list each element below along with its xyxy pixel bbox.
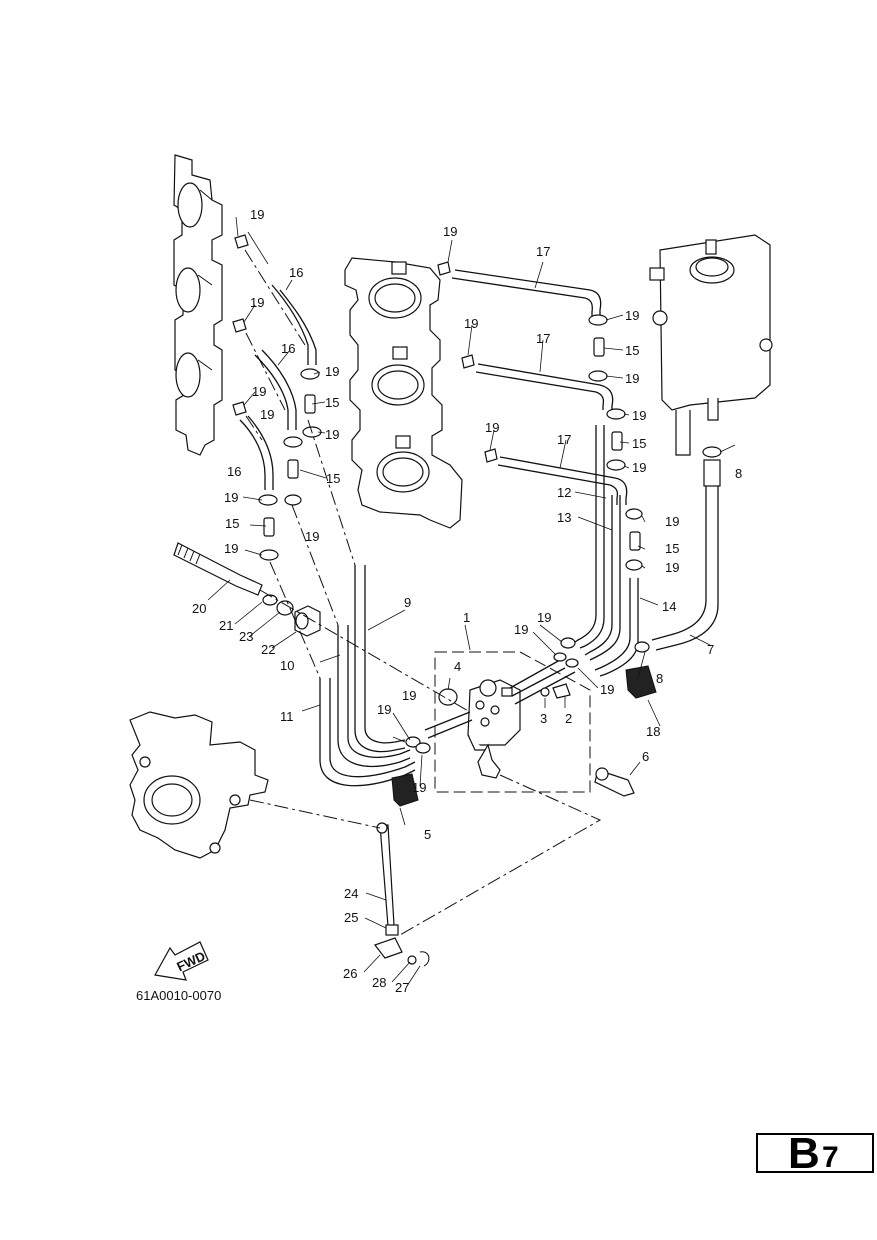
callout-19v: 19	[402, 688, 416, 703]
callout-13: 13	[557, 510, 571, 525]
section-number: 7	[822, 1141, 839, 1174]
callout-4: 4	[454, 659, 461, 674]
callout-7: 7	[707, 642, 714, 657]
pump-feed-hoses	[424, 659, 576, 739]
callout-19x: 19	[412, 780, 426, 795]
callout-19s: 19	[537, 610, 551, 625]
hoses-17	[451, 269, 628, 505]
callout-10: 10	[280, 658, 294, 673]
callout-19t: 19	[514, 622, 528, 637]
callout-17b: 17	[536, 331, 550, 346]
hose-7	[651, 459, 721, 651]
left-intake-manifold	[173, 154, 223, 456]
callout-5: 5	[424, 827, 431, 842]
callout-6: 6	[642, 749, 649, 764]
callout-18: 18	[646, 724, 660, 739]
oil-tank	[649, 234, 773, 456]
section-badge: B 7	[756, 1129, 874, 1178]
callout-19w: 19	[377, 702, 391, 717]
callout-19f: 19	[325, 364, 339, 379]
callout-19k: 19	[485, 420, 499, 435]
callout-16c: 16	[227, 464, 241, 479]
callout-19m: 19	[632, 460, 646, 475]
callout-26: 26	[343, 966, 357, 981]
diagram-code: 61A0010-0070	[136, 988, 221, 1003]
callout-27: 27	[395, 980, 409, 995]
callout-19g: 19	[625, 371, 639, 386]
callout-8a: 8	[735, 466, 742, 481]
middle-intake-manifold	[344, 257, 463, 529]
callout-19p: 19	[665, 514, 679, 529]
callout-15f: 15	[665, 541, 679, 556]
callout-19a: 19	[250, 207, 264, 222]
callout-9: 9	[404, 595, 411, 610]
small-parts	[154, 542, 657, 981]
callout-19c: 19	[250, 295, 264, 310]
callout-19n: 19	[224, 490, 238, 505]
callout-15a: 15	[625, 343, 639, 358]
connection-lines	[244, 249, 602, 936]
callout-19r: 19	[665, 560, 679, 575]
callout-19e: 19	[464, 316, 478, 331]
callout-23: 23	[239, 629, 253, 644]
callout-19j: 19	[632, 408, 646, 423]
callout-19b: 19	[443, 224, 457, 239]
callout-15d: 15	[326, 471, 340, 486]
callout-21: 21	[219, 618, 233, 633]
callout-3: 3	[540, 711, 547, 726]
callout-11: 11	[280, 709, 294, 724]
section-letter: B	[788, 1129, 820, 1178]
callout-20: 20	[192, 601, 206, 616]
callout-17c: 17	[557, 432, 571, 447]
leader-lines	[207, 216, 736, 987]
callout-19u: 19	[600, 682, 614, 697]
callout-19i: 19	[260, 407, 274, 422]
callout-2: 2	[565, 711, 572, 726]
callout-24: 24	[344, 886, 358, 901]
callout-19h: 19	[252, 384, 266, 399]
callout-28: 28	[372, 975, 386, 990]
callout-22: 22	[261, 642, 275, 657]
callout-19q: 19	[224, 541, 238, 556]
callout-15b: 15	[325, 395, 339, 410]
callout-16b: 16	[281, 341, 295, 356]
callout-8b: 8	[656, 671, 663, 686]
callout-16a: 16	[289, 265, 303, 280]
hoses-9-10-11	[319, 565, 416, 787]
callout-12: 12	[557, 485, 571, 500]
callout-19d: 19	[625, 308, 639, 323]
callout-14: 14	[662, 599, 676, 614]
callout-19l: 19	[325, 427, 339, 442]
lower-left-cylinder-block	[129, 711, 269, 859]
callout-15e: 15	[225, 516, 239, 531]
callout-17a: 17	[536, 244, 550, 259]
callout-labels: 1 2 3 4 5 6 7 8 8 9 10 11 12 13 14 15 15…	[136, 207, 742, 1003]
callout-1: 1	[463, 610, 470, 625]
oil-pump-assembly	[434, 651, 591, 793]
hoses-12-13-14	[574, 425, 639, 677]
callout-19o: 19	[305, 529, 319, 544]
callout-15c: 15	[632, 436, 646, 451]
callout-25: 25	[344, 910, 358, 925]
